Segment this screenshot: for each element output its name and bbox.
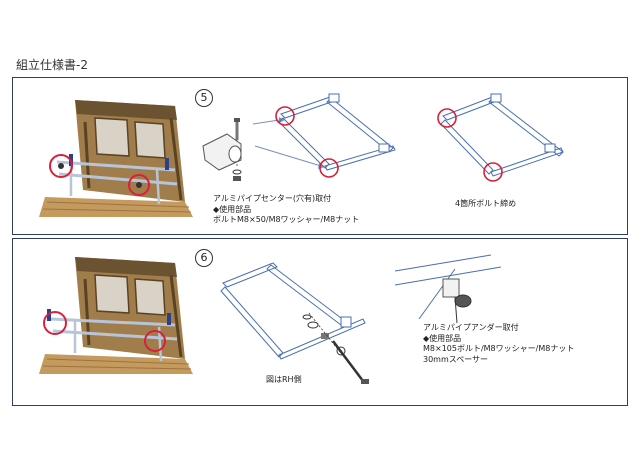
- step-6-panel: 6 図はRH側 アルミパイプアンダー取付 ◆使用部品 M8×105ボルト/M8ワ…: [12, 238, 628, 406]
- step5-completed-frame: [437, 93, 564, 182]
- page-title: 組立仕様書-2: [16, 58, 88, 72]
- step6-parts-note: アルミパイプアンダー取付 ◆使用部品 M8×105ボルト/M8ワッシャー/M8ナ…: [423, 323, 574, 365]
- step-5-number: 5: [195, 89, 213, 107]
- step-5-panel: 5 アルミパイプセンター(穴有)取付 ◆使用部品 ボルトM8×50/M8: [12, 77, 628, 235]
- step5-note-line: ボルトM8×50/M8ワッシャー/M8ナット: [213, 215, 360, 224]
- step5-note-line: ◆使用部品: [213, 204, 252, 214]
- truck-photo-step5: [35, 92, 195, 217]
- truck-photo-step6: [35, 249, 195, 374]
- step5-caption: 4箇所ボルト締め: [455, 199, 517, 208]
- step6-assembly-diagram: [220, 262, 369, 384]
- step6-note-line: アルミパイプアンダー取付: [423, 323, 519, 332]
- step6-detail-view: [394, 254, 502, 324]
- step6-caption: 図はRH側: [266, 375, 302, 384]
- step6-note-line: ◆使用部品: [423, 333, 462, 343]
- step6-note-line: 30mmスペーサー: [423, 354, 489, 364]
- step5-assembly-diagram: [202, 93, 396, 181]
- step5-note-line: アルミパイプセンター(穴有)取付: [213, 194, 332, 203]
- step6-note-line: M8×105ボルト/M8ワッシャー/M8ナット: [423, 344, 575, 353]
- step-6-number: 6: [195, 249, 213, 267]
- step5-parts-note: アルミパイプセンター(穴有)取付 ◆使用部品 ボルトM8×50/M8ワッシャー/…: [213, 194, 359, 226]
